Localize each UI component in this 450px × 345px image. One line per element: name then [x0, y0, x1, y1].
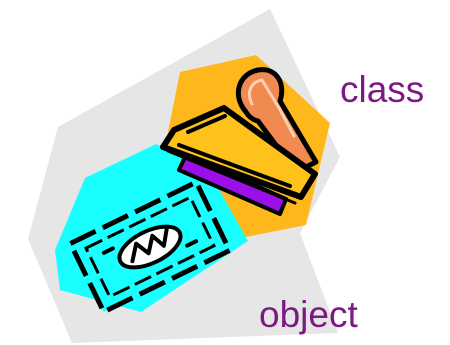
banknote-icon [67, 178, 233, 316]
stamp-base [160, 105, 318, 200]
stamp-base-shadow [166, 149, 297, 205]
stamp-handle [235, 67, 319, 175]
stamp-base-stripe [177, 114, 292, 188]
stamp-handle-highlight [247, 78, 296, 138]
banknote-inner-border [84, 195, 216, 299]
object-label: object [259, 294, 358, 335]
banknote-zigzag [130, 226, 169, 264]
banknote-dashes [101, 239, 199, 255]
rubber-stamp-icon [160, 67, 319, 216]
class-label: class [340, 69, 425, 110]
